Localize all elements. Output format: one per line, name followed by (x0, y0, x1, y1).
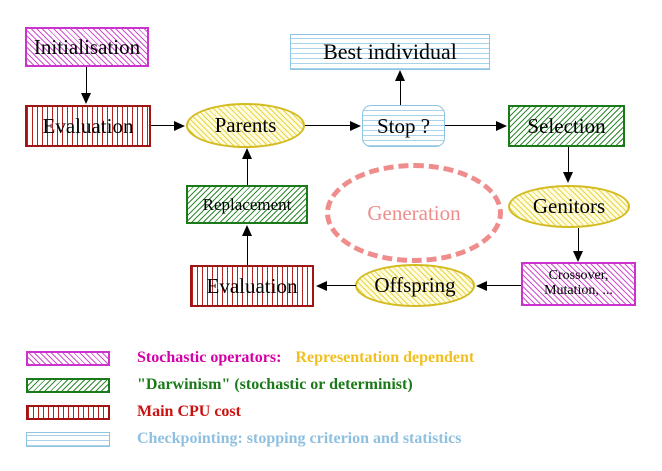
node-crossover-mutation[interactable]: Crossover, Mutation, ... (521, 262, 636, 306)
node-parents[interactable]: Parents (186, 103, 305, 148)
legend-swatch-green-diagonal-hatch (26, 377, 110, 393)
node-generation-annotation: Generation (325, 163, 503, 263)
legend-text-darwinism: "Darwinism" (stochastic or determinist) (137, 376, 413, 393)
legend-text-stochastic-operators: Stochastic operators: (137, 349, 282, 366)
node-evaluation-top[interactable]: Evaluation (25, 105, 151, 147)
legend-swatch-blue-horizontal-hatch (26, 431, 110, 447)
node-parents-label: Parents (214, 113, 277, 138)
node-selection-label: Selection (527, 113, 606, 138)
node-evaluation-top-label: Evaluation (42, 113, 134, 138)
node-offspring-label: Offspring (374, 273, 456, 298)
node-evaluation-bottom-label: Evaluation (206, 273, 298, 298)
legend-row-main-cpu-cost: Main CPU cost (26, 400, 241, 424)
node-crossover-label-line1: Crossover, (548, 268, 609, 284)
node-initialisation-label: Initialisation (33, 34, 141, 59)
node-genitors-label: Genitors (532, 194, 606, 219)
legend-swatch-magenta-diagonal-hatch (26, 350, 110, 366)
node-genitors[interactable]: Genitors (508, 185, 630, 228)
node-replacement-label: Replacement (202, 194, 292, 214)
node-best-individual-label: Best individual (323, 39, 457, 65)
legend-row-stochastic-operators: Stochastic operators: Representation depe… (26, 346, 474, 370)
node-stop[interactable]: Stop ? (362, 105, 445, 147)
legend-label-stochastic-operators: Stochastic operators: Representation depe… (137, 349, 474, 367)
node-replacement[interactable]: Replacement (186, 185, 308, 224)
node-stop-label: Stop ? (376, 113, 431, 138)
node-selection[interactable]: Selection (508, 105, 625, 147)
legend-row-checkpointing: Checkpointing: stopping criterion and st… (26, 427, 461, 451)
node-offspring[interactable]: Offspring (355, 264, 475, 307)
legend-text-representation-dependent: Representation dependent (295, 349, 475, 366)
legend-text-checkpointing: Checkpointing: stopping criterion and st… (137, 430, 462, 447)
node-generation-label: Generation (367, 200, 461, 225)
legend-swatch-red-vertical-hatch (26, 404, 110, 420)
legend-row-darwinism: "Darwinism" (stochastic or determinist) (26, 373, 413, 397)
legend-text-main-cpu-cost: Main CPU cost (137, 403, 241, 420)
node-initialisation[interactable]: Initialisation (25, 27, 149, 67)
node-evaluation-bottom[interactable]: Evaluation (190, 265, 314, 307)
node-best-individual[interactable]: Best individual (290, 34, 490, 70)
node-crossover-label-line2: Mutation, ... (544, 283, 613, 298)
